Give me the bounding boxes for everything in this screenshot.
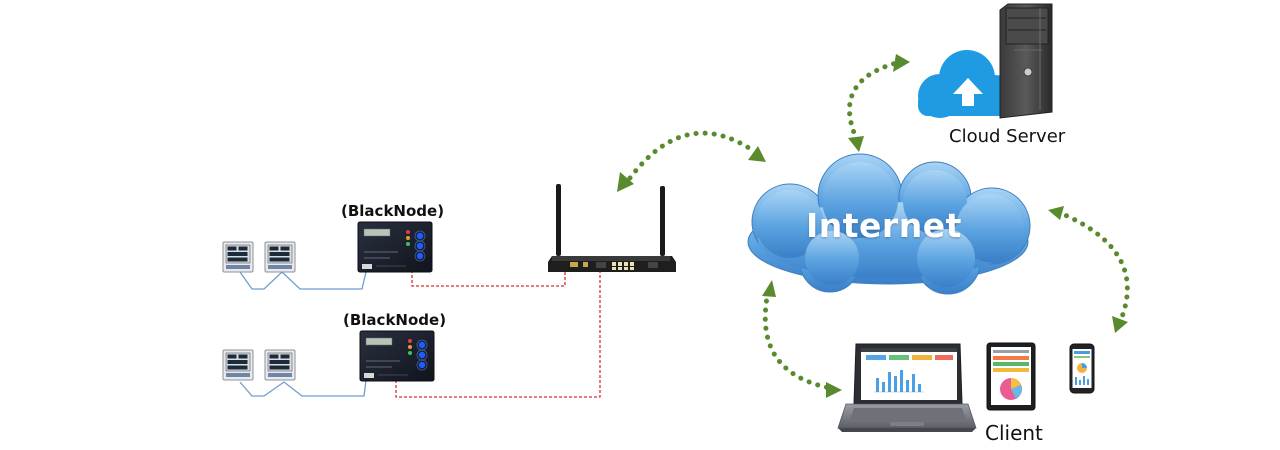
server-tower-icon [999,3,1053,119]
arrow-internet-phone [1055,209,1130,325]
tablet-icon [986,342,1036,411]
data-wire-top [411,268,566,287]
meter-wire-bottom [239,379,367,397]
meter-wire-top [239,271,367,290]
energy-meter-icon [222,349,254,381]
bidirectional-arrows [627,59,1130,391]
energy-meter-icon [264,349,296,381]
client-label: Client [985,421,1043,445]
arrow-router-internet [627,130,758,181]
blacknode-label-top: (BlackNode) [341,202,445,220]
blacknode-device-icon [359,330,435,382]
data-wire-bottom [395,268,601,398]
arrow-internet-cloudserver [847,59,903,143]
arrow-heads [617,54,1128,398]
blacknode-device-icon [357,221,433,273]
router-icon [548,184,676,272]
laptop-icon [837,343,977,432]
blacknode-label-bottom: (BlackNode) [343,311,447,329]
energy-meter-icon [222,241,254,273]
cloud-server-label: Cloud Server [949,126,1066,147]
internet-label: Internet [806,206,962,245]
internet-cloud-icon [747,153,1031,295]
energy-meter-icon [264,241,296,273]
smartphone-icon [1069,343,1095,394]
arrow-internet-laptop [762,289,833,391]
